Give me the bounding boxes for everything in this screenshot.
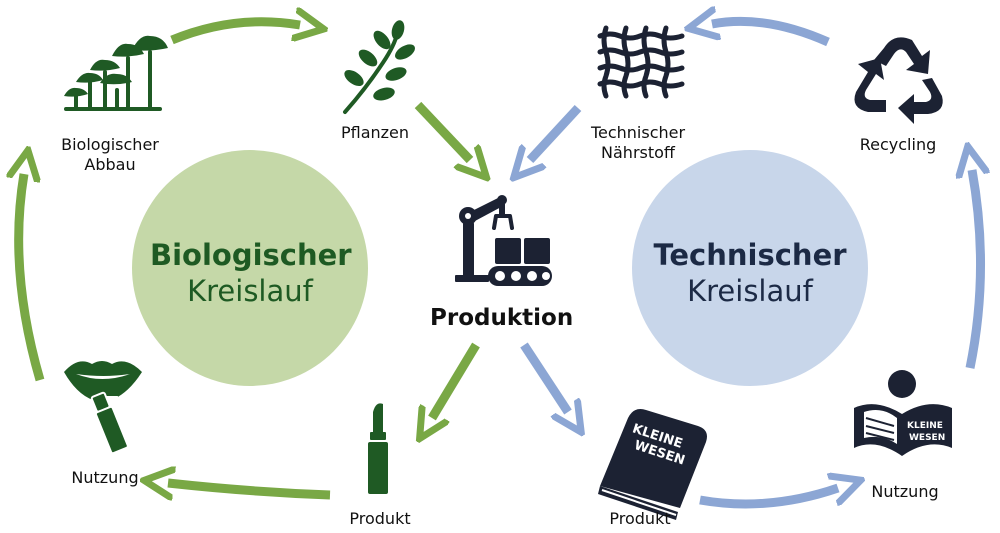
recycling-label: Recycling <box>859 135 937 154</box>
arrow-plants-to-production <box>414 101 470 160</box>
mushrooms-icon <box>64 35 168 111</box>
arrow-usage-to-recycling <box>970 170 981 369</box>
arrow-usage-to-degradation <box>19 174 45 382</box>
recycling-icon <box>854 37 943 124</box>
lipstick-icon <box>368 403 388 494</box>
tech-product-label: Produkt <box>609 509 671 528</box>
biological-degradation-label: Biologischer Abbau <box>50 135 170 175</box>
arrow-product-to-tech-usage <box>699 488 838 509</box>
biological-cycle-circle <box>132 150 368 386</box>
technical-cycle-circle <box>632 150 868 386</box>
plant-icon <box>343 20 415 114</box>
lips-lipstick-icon <box>64 361 142 455</box>
biological-title-bold: Biologischer <box>150 238 352 272</box>
arrow-recycling-to-nutrient <box>712 21 830 47</box>
person-reading-icon: KLEINE WESEN <box>854 370 952 456</box>
reader-book-line2: WESEN <box>909 433 945 443</box>
reader-book-line1: KLEINE <box>907 421 943 431</box>
book-icon: KLEINE WESEN <box>598 409 707 520</box>
bio-product-label: Produkt <box>349 509 411 528</box>
technical-title-bold: Technischer <box>653 238 847 272</box>
arrow-degradation-to-plants <box>170 22 300 45</box>
fabric-mesh-icon <box>597 25 685 99</box>
production-label: Produktion <box>430 305 574 331</box>
biological-degradation-line1: Biologischer <box>61 135 159 154</box>
technical-cycle-title: Technischer Kreislauf <box>650 237 850 309</box>
arrow-production-to-product <box>432 342 480 418</box>
biological-degradation-line2: Abbau <box>84 155 136 174</box>
robot-arm-conveyor-icon <box>455 195 552 286</box>
arrow-nutrient-to-production <box>530 104 582 160</box>
arrow-production-to-tech-product <box>520 342 568 412</box>
technical-nutrient-line1: Technischer <box>590 123 686 142</box>
plants-label: Pflanzen <box>340 123 410 142</box>
technical-nutrient-label: Technischer Nährstoff <box>578 123 698 163</box>
bio-usage-label: Nutzung <box>71 468 139 487</box>
technical-title-regular: Kreislauf <box>687 274 813 308</box>
arrow-product-to-usage <box>168 483 331 495</box>
biological-cycle-title: Biologischer Kreislauf <box>150 237 352 309</box>
tech-usage-label: Nutzung <box>871 482 939 501</box>
biological-title-regular: Kreislauf <box>187 274 313 308</box>
technical-nutrient-line2: Nährstoff <box>601 143 675 162</box>
